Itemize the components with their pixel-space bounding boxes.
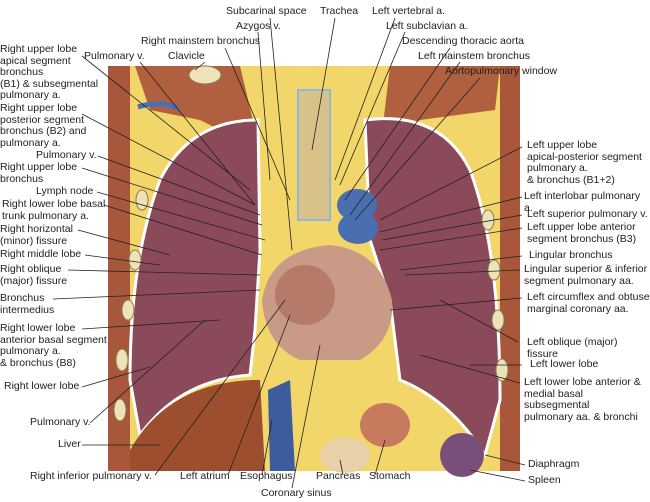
label-right-inferior-pulmonary-v: Right inferior pulmonary v. — [30, 470, 152, 482]
label-rll-anterior-basal: Right lower lobe anterior basal segment … — [0, 322, 107, 369]
upper-muscles-left — [380, 66, 500, 150]
liver-shape — [130, 380, 265, 471]
label-lingular-bronchus: Lingular bronchus — [529, 249, 613, 261]
label-left-vertebral-a: Left vertebral a. — [372, 5, 445, 17]
label-left-interlobar-pa: Left interlobar pulmonary a. — [524, 190, 641, 214]
label-lul-anterior: Left upper lobe anterior segment bronchu… — [527, 221, 637, 245]
vein-upper-right — [137, 101, 179, 111]
label-aortopulmonary-window: Aortopulmonary window — [445, 65, 558, 77]
label-left-oblique-fissure: Left oblique (major) fissure — [527, 336, 618, 360]
label-stomach: Stomach — [369, 470, 411, 482]
label-bronchus-intermedius: Bronchus intermedius — [0, 292, 55, 316]
spleen-shape — [440, 433, 484, 477]
pancreas-shape — [320, 437, 370, 473]
right-lung — [128, 118, 262, 439]
label-left-subclavian-a: Left subclavian a. — [386, 20, 468, 32]
label-lll-anterior-medial: Left lower lobe anterior & medial basal … — [524, 376, 641, 423]
label-left-mainstem-bronchus: Left mainstem bronchus — [418, 50, 531, 62]
label-pulmonary-v-top: Pulmonary v. — [84, 50, 145, 62]
label-lymph-node: Lymph node — [36, 185, 94, 197]
label-left-circumflex: Left circumflex and obtuse marginal coro… — [527, 291, 650, 315]
label-rul-posterior: Right upper lobe posterior segment bronc… — [0, 102, 87, 149]
label-right-oblique-fissure: Right oblique (major) fissure — [0, 263, 68, 287]
label-pulmonary-v-left: Pulmonary v. — [36, 149, 97, 161]
label-esophagus: Esophagus — [240, 470, 293, 482]
clavicle-bone — [188, 65, 222, 85]
label-coronary-sinus: Coronary sinus — [261, 487, 332, 499]
label-right-middle-lobe: Right middle lobe — [0, 248, 82, 260]
label-rul-apical: Right upper lobe apical segment bronchus… — [0, 43, 99, 101]
label-clavicle: Clavicle — [168, 50, 205, 62]
pulmonary-trunk — [338, 212, 378, 244]
esophagus-shape — [268, 380, 295, 471]
label-lingular-aa: Lingular superior & inferior segment pul… — [524, 263, 648, 287]
label-azygos-v: Azygos v. — [236, 20, 281, 32]
left-atrium-shape — [275, 265, 335, 325]
label-left-lower-lobe: Left lower lobe — [530, 358, 599, 370]
label-descending-thoracic-aorta: Descending thoracic aorta — [402, 35, 524, 47]
label-liver: Liver — [58, 438, 81, 450]
label-right-horizontal-fissure: Right horizontal (minor) fissure — [0, 223, 73, 247]
stomach-shape — [360, 403, 410, 447]
leader-lines — [52, 17, 526, 489]
trachea-shape — [297, 89, 331, 221]
label-left-atrium: Left atrium — [180, 470, 230, 482]
label-rul-bronchus: Right upper lobe bronchus — [0, 161, 78, 185]
label-rll-basal-trunk: Right lower lobe basal trunk pulmonary a… — [2, 198, 106, 222]
label-pancreas: Pancreas — [316, 470, 361, 482]
label-diaphragm: Diaphragm — [528, 458, 580, 470]
label-right-lower-lobe: Right lower lobe — [4, 380, 80, 392]
left-lung — [363, 117, 502, 459]
label-pulmonary-v-bottom: Pulmonary v. — [30, 416, 91, 428]
label-left-superior-pv: Left superior pulmonary v. — [527, 208, 648, 220]
label-subcarinal-space: Subcarinal space — [226, 5, 307, 17]
label-spleen: Spleen — [528, 474, 561, 486]
label-right-mainstem-bronchus: Right mainstem bronchus — [141, 35, 261, 47]
label-lul-apical-posterior: Left upper lobe apical-posterior segment… — [527, 139, 642, 186]
label-trachea: Trachea — [320, 5, 359, 17]
